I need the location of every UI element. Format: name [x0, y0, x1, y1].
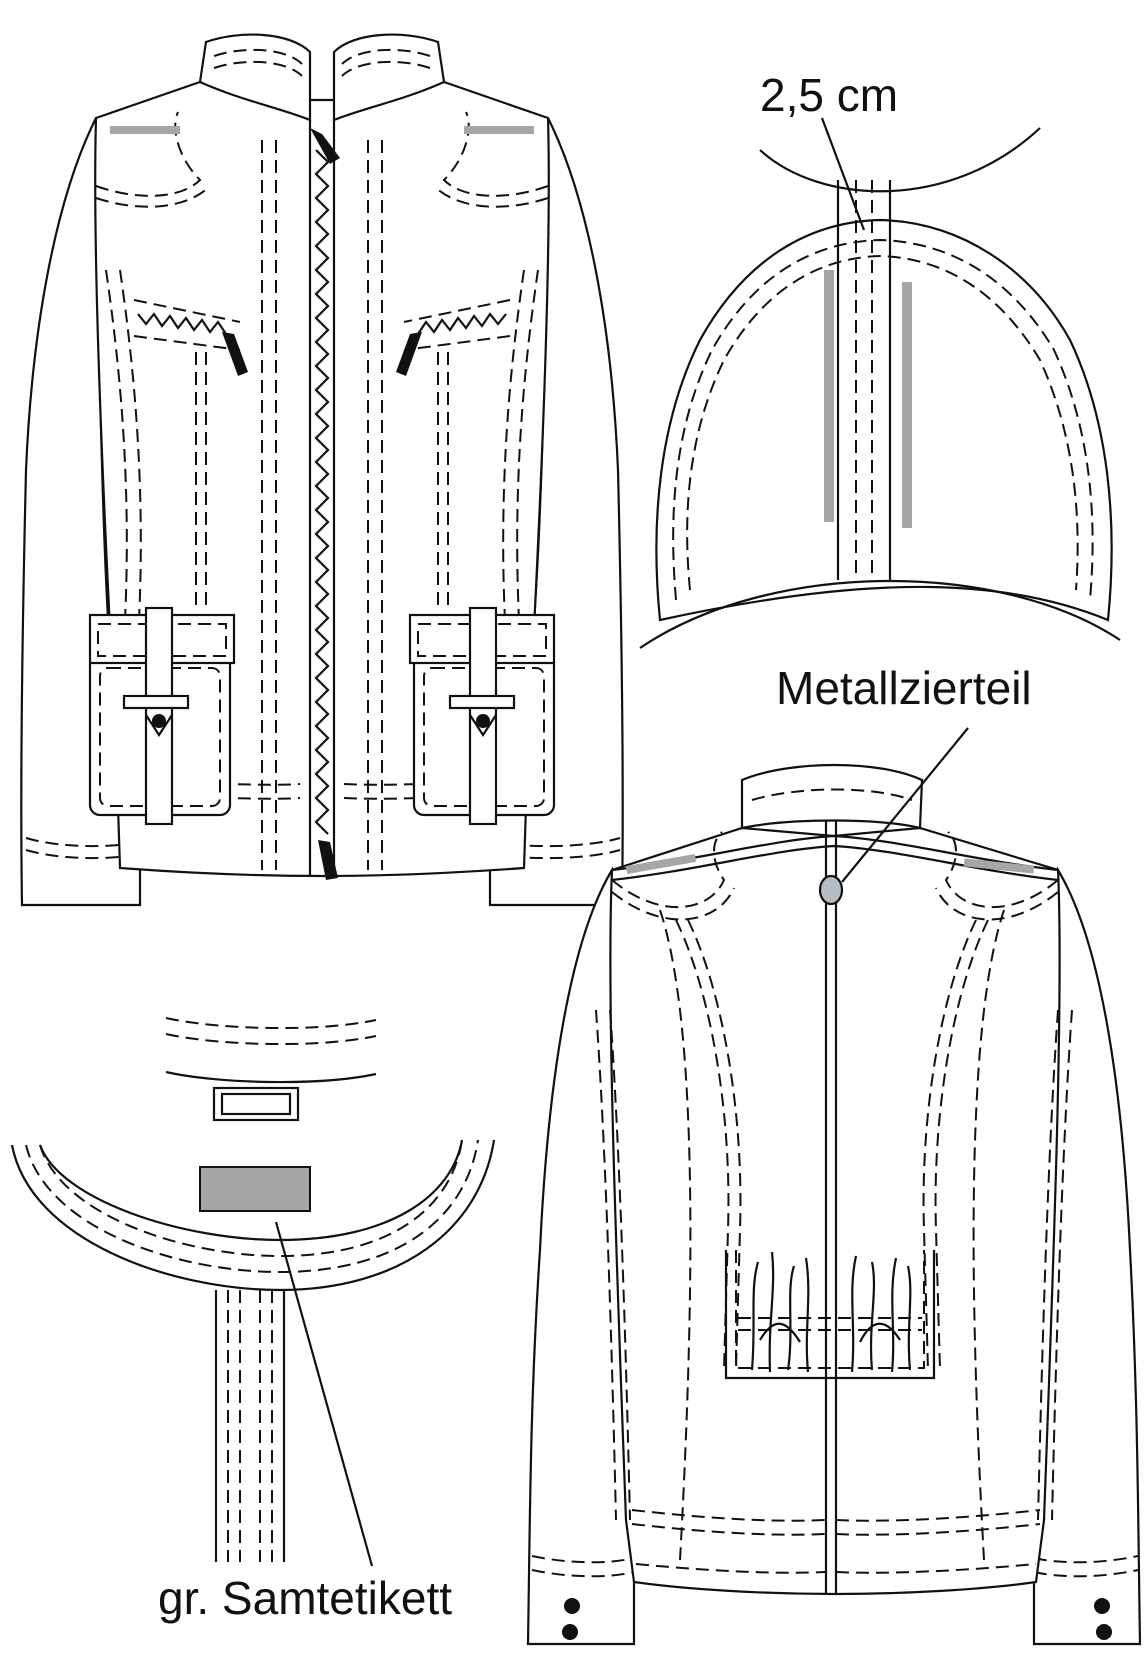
- detail-right-trim: [902, 282, 912, 528]
- front-left-chest-zipper: [137, 312, 227, 335]
- detail-back-panel: [655, 218, 1113, 622]
- back-right-cuff-button-1: [1094, 1598, 1110, 1614]
- back-left-cuff-button-2: [562, 1624, 578, 1640]
- label-detail-view: [10, 1017, 496, 1567]
- back-right-shoulder-trim: [963, 858, 1035, 874]
- hanging-loop: [212, 1086, 300, 1122]
- seam-detail-view: [639, 117, 1121, 649]
- front-left-shoulder-trim: [110, 126, 180, 134]
- metal-ornament: [818, 874, 844, 906]
- back-left-shoulder-trim: [625, 853, 697, 875]
- front-collar-right: [332, 33, 446, 122]
- metal-ornament-leader: [841, 727, 969, 883]
- metal-ornament-label: Metallzierteil: [776, 662, 1032, 714]
- front-zipper-pull-top: [310, 128, 340, 164]
- velvet-label-swatch: [199, 1166, 311, 1212]
- front-right-shoulder-trim: [464, 126, 534, 134]
- velvet-label-caption: gr. Samtetikett: [158, 1572, 453, 1624]
- back-left-cuff-button-1: [564, 1598, 580, 1614]
- front-zipper-pull-bottom: [318, 840, 338, 880]
- seam-width-leader: [820, 117, 866, 231]
- front-left-pocket-button: [152, 714, 166, 728]
- jacket-front-view: [20, 33, 624, 907]
- front-right-chest-zipper: [417, 312, 507, 335]
- seam-width-label: 2,5 cm: [760, 69, 899, 121]
- detail-left-trim: [824, 270, 834, 522]
- fringe-embroidery: [750, 1251, 912, 1373]
- jacket-back-view: [526, 727, 1142, 1646]
- back-collar: [740, 763, 924, 830]
- front-right-pocket-button: [476, 714, 490, 728]
- velvet-label-leader: [274, 1221, 374, 1567]
- back-right-cuff-button-2: [1096, 1624, 1112, 1640]
- front-center-zipper: [314, 149, 330, 835]
- front-collar-left: [198, 33, 312, 122]
